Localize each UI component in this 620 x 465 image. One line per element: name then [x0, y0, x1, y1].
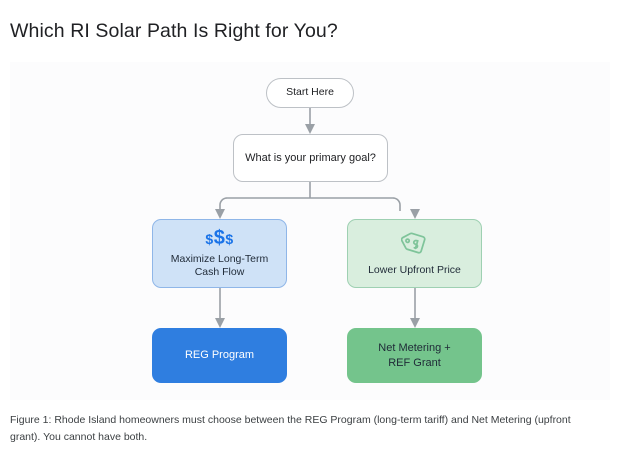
flow-node-net-metering-ref-grant[interactable]: Net Metering + REF Grant: [347, 328, 482, 383]
price-tag-icon: [400, 229, 429, 257]
flow-node-reg-program-label: REG Program: [184, 349, 255, 362]
flow-node-maximize-cash-flow-label: Maximize Long-Term Cash Flow: [170, 252, 269, 278]
flowchart-canvas: Start Here What is your primary goal? $$…: [10, 62, 610, 400]
flow-node-decision[interactable]: What is your primary goal?: [233, 134, 388, 182]
flow-node-reg-program[interactable]: REG Program: [152, 328, 287, 383]
flow-node-net-metering-ref-grant-label: Net Metering + REF Grant: [378, 342, 451, 369]
flowchart-connectors: [215, 108, 420, 328]
flow-node-start-label: Start Here: [286, 86, 334, 99]
money-dollars-icon: $$$: [205, 226, 234, 249]
flow-node-maximize-cash-flow[interactable]: $$$ Maximize Long-Term Cash Flow: [152, 219, 287, 288]
flow-node-decision-label: What is your primary goal?: [245, 151, 376, 164]
figure-caption: Figure 1: Rhode Island homeowners must c…: [10, 414, 571, 443]
flow-node-lower-upfront-price[interactable]: Lower Upfront Price: [347, 219, 482, 288]
flow-node-start[interactable]: Start Here: [266, 78, 354, 108]
flow-node-lower-upfront-price-label: Lower Upfront Price: [368, 264, 461, 277]
page-title: Which RI Solar Path Is Right for You?: [10, 20, 338, 42]
